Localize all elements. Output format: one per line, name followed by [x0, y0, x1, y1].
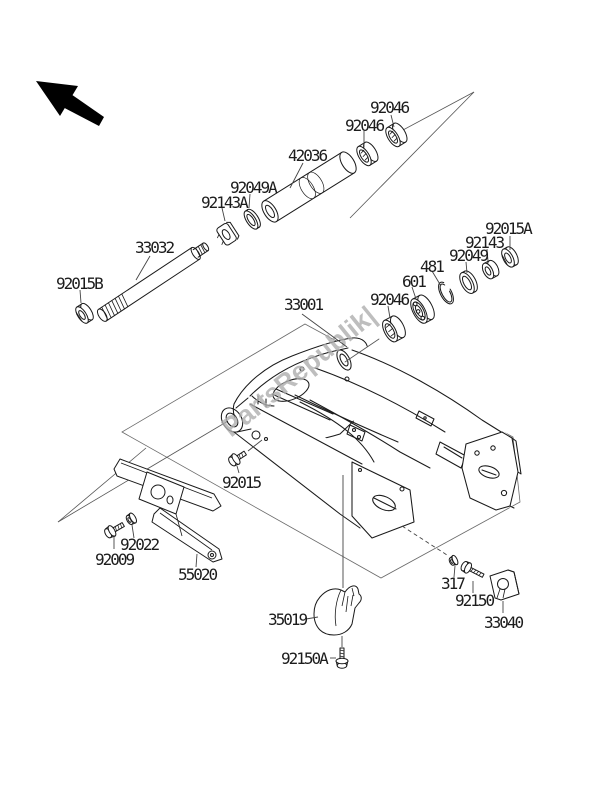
fasteners-drawing	[104, 450, 485, 669]
chain-slipper-drawing	[313, 585, 362, 636]
part-label-92015: 92015	[222, 473, 262, 492]
part-label-601: 601	[402, 272, 427, 291]
pivot-sleeve-drawing	[261, 122, 408, 223]
part-label-317: 317	[441, 574, 466, 593]
part-label-92046-lower: 92046	[345, 116, 385, 135]
part-label-33040: 33040	[484, 613, 524, 632]
part-label-481: 481	[420, 257, 445, 276]
pivot-shaft-drawing	[75, 208, 261, 324]
part-label-35019: 35019	[268, 610, 308, 629]
part-label-92143: 92143	[465, 233, 505, 252]
chain-adjuster-drawing	[489, 569, 520, 601]
part-label-92049A: 92049A	[230, 178, 278, 197]
part-label-92150A: 92150A	[281, 649, 329, 668]
part-label-92015B: 92015B	[56, 274, 104, 293]
leader-lines	[79, 114, 511, 659]
part-label-92049: 92049	[449, 246, 489, 265]
direction-arrow-icon	[36, 81, 104, 126]
part-label-92022: 92022	[120, 535, 160, 554]
chain-guard-drawing	[113, 458, 223, 563]
part-label-92046-chain: 92046	[370, 290, 410, 309]
swingarm-drawing	[220, 337, 522, 540]
part-label-92015A: 92015A	[485, 219, 533, 238]
assembly-axis-lines	[349, 91, 475, 219]
part-label-33001: 33001	[284, 295, 324, 314]
part-label-92009: 92009	[95, 550, 135, 569]
part-label-92046-upper: 92046	[370, 98, 410, 117]
part-label-33032: 33032	[135, 238, 175, 257]
part-label-92150: 92150	[455, 591, 495, 610]
part-label-55020: 55020	[178, 565, 218, 584]
pivot-bearing-chain-drawing	[344, 246, 519, 363]
part-label-42036: 42036	[288, 146, 328, 165]
part-label-92143A: 92143A	[201, 193, 249, 212]
